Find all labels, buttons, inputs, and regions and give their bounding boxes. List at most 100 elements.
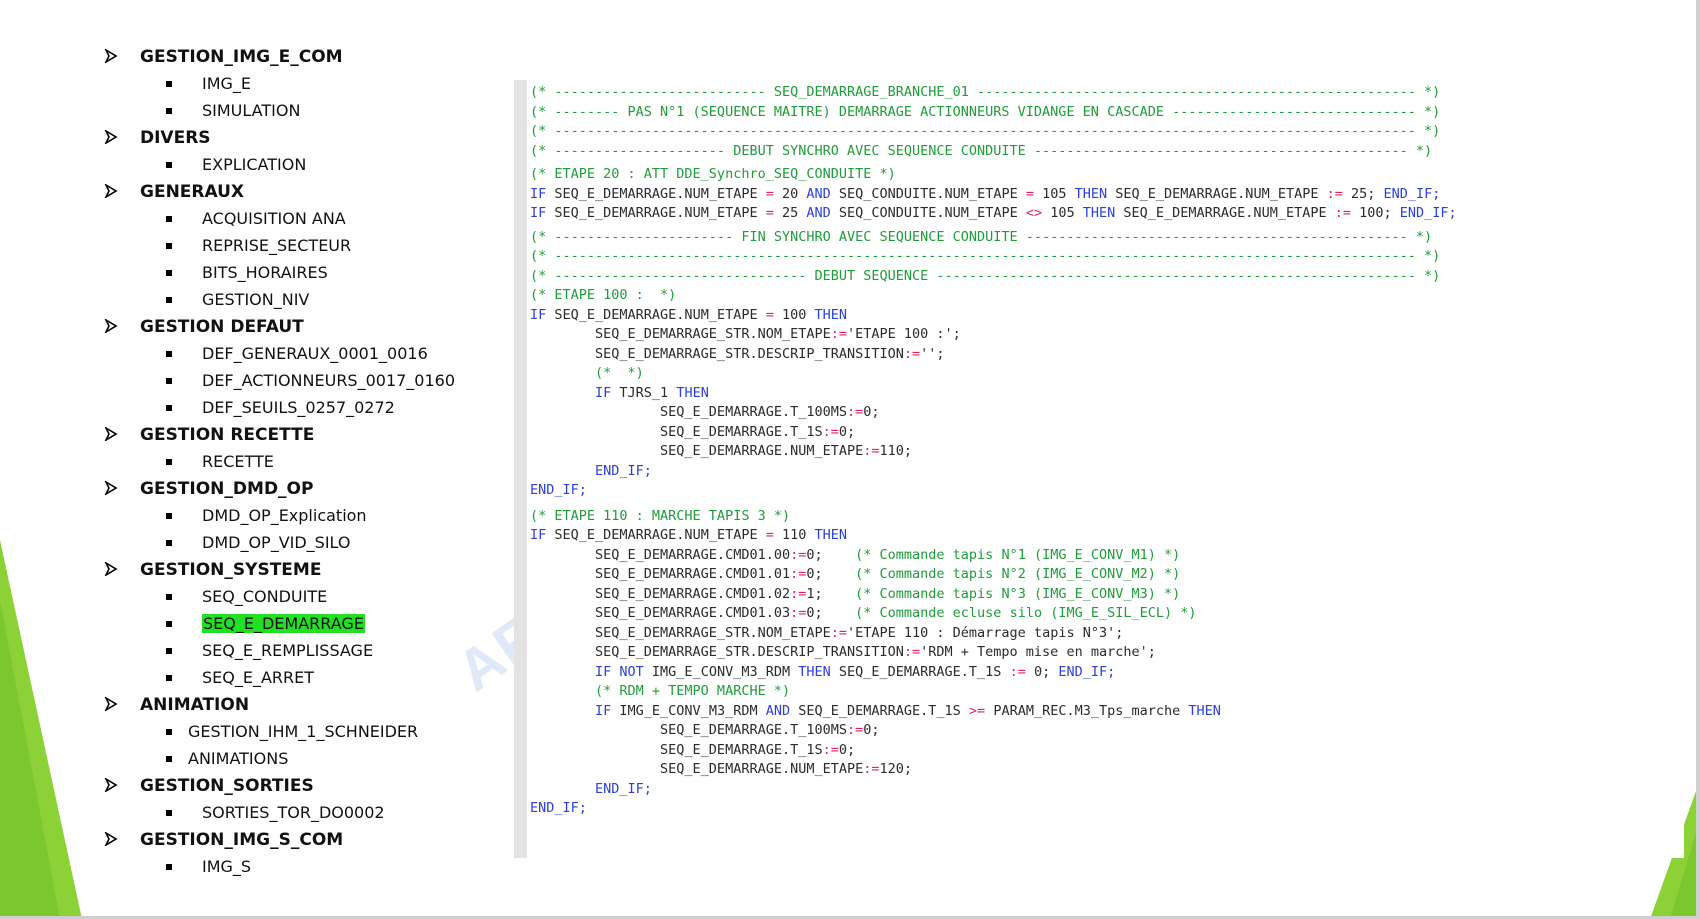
tree-item[interactable]: ACQUISITION ANA (100, 205, 500, 232)
code-token: (* Commande tapis N°3 (IMG_E_CONV_M3) *) (855, 585, 1181, 602)
tree-group-header[interactable]: GESTION DEFAUT (100, 313, 500, 340)
code-token: := (846, 404, 864, 420)
code-token: THEN (1074, 185, 1108, 202)
code-token: SEQ_E_DEMARRAGE.NUM_ETAPE (530, 761, 864, 777)
square-bullet-icon (166, 270, 172, 276)
code-token: END_IF; (530, 800, 587, 816)
code-token: SEQ_E_DEMARRAGE.T_1S (530, 423, 823, 440)
code-editor[interactable]: (* -------------------------- SEQ_DEMARR… (514, 80, 1684, 858)
tree-group-label: GESTION_DMD_OP (140, 478, 314, 499)
tree-item[interactable]: REPRISE_SECTEUR (100, 232, 500, 259)
code-token: THEN (1082, 205, 1116, 221)
code-token: SEQ_E_DEMARRAGE.NUM_ETAPE (530, 443, 864, 459)
tree-group-header[interactable]: GESTION_DMD_OP (100, 475, 500, 502)
square-bullet-icon (166, 297, 172, 303)
tree-item[interactable]: RECETTE (100, 448, 500, 475)
code-token: PARAM_REC.M3_Tps_marche (985, 702, 1189, 719)
code-token: SEQ_E_DEMARRAGE.T_1S (530, 741, 823, 758)
code-line: (* -------------------------------------… (530, 122, 1457, 142)
square-bullet-icon (166, 810, 172, 816)
tree-group-header[interactable]: GESTION_SYSTEME (100, 556, 500, 583)
editor-gutter (514, 80, 527, 858)
code-token: 0; (863, 404, 880, 420)
tree-group: GESTION_SYSTEME SEQ_CONDUITE SEQ_E_DEMARRA… (100, 556, 500, 691)
code-token: := (1334, 205, 1351, 221)
tree-item[interactable]: GESTION_NIV (100, 286, 500, 313)
code-line: SEQ_E_DEMARRAGE.T_1S:=0; (530, 741, 1457, 761)
tree-item[interactable]: SEQ_CONDUITE (100, 583, 500, 610)
code-token: (* -------------------------------------… (530, 248, 1441, 264)
tree-item[interactable]: ANIMATIONS (100, 745, 500, 772)
code-token: (* ---------------------- FIN SYNCHRO AV… (530, 228, 1433, 245)
code-token: SEQ_E_DEMARRAGE.NUM_ETAPE (546, 306, 766, 323)
tree-item-label: SEQ_CONDUITE (202, 587, 328, 606)
square-bullet-icon (166, 405, 172, 411)
tree-item[interactable]: SEQ_E_REMPLISSAGE (100, 637, 500, 664)
tree-item[interactable]: DEF_GENERAUX_0001_0016 (100, 340, 500, 367)
tree-item[interactable]: GESTION_IHM_1_SCHNEIDER (100, 718, 500, 745)
code-token: AND (806, 205, 831, 221)
tree-group: GESTION RECETTE RECETTE (100, 421, 500, 475)
tree-item[interactable]: DMD_OP_Explication (100, 502, 500, 529)
tree-group-header[interactable]: GESTION_SORTIES (100, 772, 500, 799)
code-token: SEQ_E_DEMARRAGE_STR.NOM_ETAPE (530, 624, 831, 641)
code-token: SEQ_E_DEMARRAGE.NUM_ETAPE (546, 527, 766, 543)
code-line: SEQ_E_DEMARRAGE.T_100MS:=0; (530, 721, 1457, 741)
tree-item-label-selected: SEQ_E_DEMARRAGE (202, 614, 365, 633)
code-line: SEQ_E_DEMARRAGE.CMD01.03:=0; (* Commande… (530, 604, 1457, 624)
tree-item[interactable]: IMG_S (100, 853, 500, 880)
code-token: 110 (773, 527, 815, 543)
tree-item-label: SORTIES_TOR_DO0002 (202, 803, 385, 822)
code-token: := (846, 722, 864, 738)
tree-item[interactable]: EXPLICATION (100, 151, 500, 178)
code-token: 0; (838, 741, 856, 758)
tree-group-header[interactable]: GESTION_IMG_S_COM (100, 826, 500, 853)
tree-item[interactable]: SEQ_E_ARRET (100, 664, 500, 691)
tree-group-header[interactable]: GESTION_IMG_E_COM (100, 43, 500, 70)
code-line: (* ---------------------- FIN SYNCHRO AV… (530, 228, 1457, 248)
square-bullet-icon (166, 378, 172, 384)
code-line: SEQ_E_DEMARRAGE.T_1S:=0; (530, 423, 1457, 443)
tree-item[interactable]: DEF_ACTIONNEURS_0017_0160 (100, 367, 500, 394)
code-token: IF (530, 702, 612, 719)
tree-group-header[interactable]: DIVERS (100, 124, 500, 151)
code-token: = (765, 185, 774, 202)
tree-item[interactable]: BITS_HORAIRES (100, 259, 500, 286)
code-token: := (903, 345, 921, 362)
tree-group-header[interactable]: ANIMATION (100, 691, 500, 718)
code-token: = (765, 205, 774, 221)
tree-group-label: ANIMATION (140, 694, 250, 715)
code-token: IF NOT (530, 663, 644, 680)
code-token: := (790, 605, 807, 621)
code-token: 105 (1033, 185, 1075, 202)
code-line: END_IF; (530, 481, 1457, 501)
square-bullet-icon (166, 351, 172, 357)
code-token: 'ETAPE 110 : Démarrage tapis N°3'; (847, 624, 1124, 641)
code-line: SEQ_E_DEMARRAGE.CMD01.00:=0; (* Commande… (530, 546, 1457, 566)
code-token: IF (530, 527, 547, 543)
code-token: SEQ_E_DEMARRAGE.CMD01.01 (530, 566, 791, 582)
code-line: IF IMG_E_CONV_M3_RDM AND SEQ_E_DEMARRAGE… (530, 702, 1457, 722)
code-token: 0; (806, 566, 856, 582)
tree-item[interactable]: SEQ_E_DEMARRAGE (100, 610, 500, 637)
code-token: (* -------- PAS N°1 (SEQUENCE MAITRE) DE… (530, 103, 1441, 120)
tree-item-label: RECETTE (202, 452, 274, 471)
code-token: IF (530, 306, 547, 323)
code-token: (* ------------------------------- DEBUT… (530, 267, 1441, 284)
tree-item[interactable]: DEF_SEUILS_0257_0272 (100, 394, 500, 421)
code-token: = (765, 306, 774, 323)
tree-item-label: ANIMATIONS (188, 749, 289, 768)
square-bullet-icon (166, 675, 172, 681)
tree-item[interactable]: SIMULATION (100, 97, 500, 124)
tree-group-header[interactable]: GESTION RECETTE (100, 421, 500, 448)
tree-group-header[interactable]: GENERAUX (100, 178, 500, 205)
tree-item[interactable]: DMD_OP_VID_SILO (100, 529, 500, 556)
code-token: 'RDM + Tempo mise en marche'; (920, 644, 1156, 660)
code-token: SEQ_E_DEMARRAGE.CMD01.02 (530, 585, 791, 602)
code-token: TJRS_1 (611, 384, 677, 401)
tree-item[interactable]: SORTIES_TOR_DO0002 (100, 799, 500, 826)
tree-item[interactable]: IMG_E (100, 70, 500, 97)
code-line: (* ETAPE 100 : *) (530, 286, 1457, 306)
square-bullet-icon (166, 864, 172, 870)
